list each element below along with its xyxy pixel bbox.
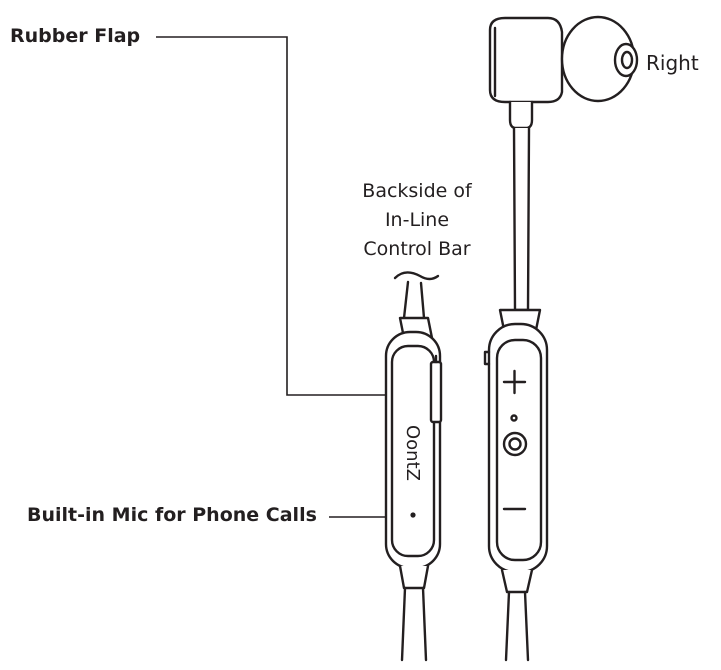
built-in-mic-label: Built-in Mic for Phone Calls — [27, 504, 317, 526]
right-earbud — [488, 15, 639, 312]
backside-control-bar — [384, 316, 443, 662]
indicator-light-icon — [510, 414, 518, 422]
left-cable-top — [393, 271, 440, 320]
backside-label-line-2: In-Line — [384, 209, 450, 231]
plus-icon — [502, 369, 527, 395]
brand-logo: OontZ — [402, 425, 423, 481]
rubber-flap-label: Rubber Flap — [10, 25, 141, 47]
backside-label-line-3: Control Bar — [363, 238, 471, 260]
backside-label-line-1: Backside of — [362, 180, 472, 202]
backside-label: Backside of In-Line Control Bar — [352, 177, 482, 264]
rubber-flap-leader-line — [156, 36, 436, 396]
mic-hole-icon — [410, 512, 416, 518]
right-label: Right — [646, 51, 699, 75]
front-control-bar — [483, 308, 549, 662]
multifunction-button-icon — [502, 431, 528, 457]
